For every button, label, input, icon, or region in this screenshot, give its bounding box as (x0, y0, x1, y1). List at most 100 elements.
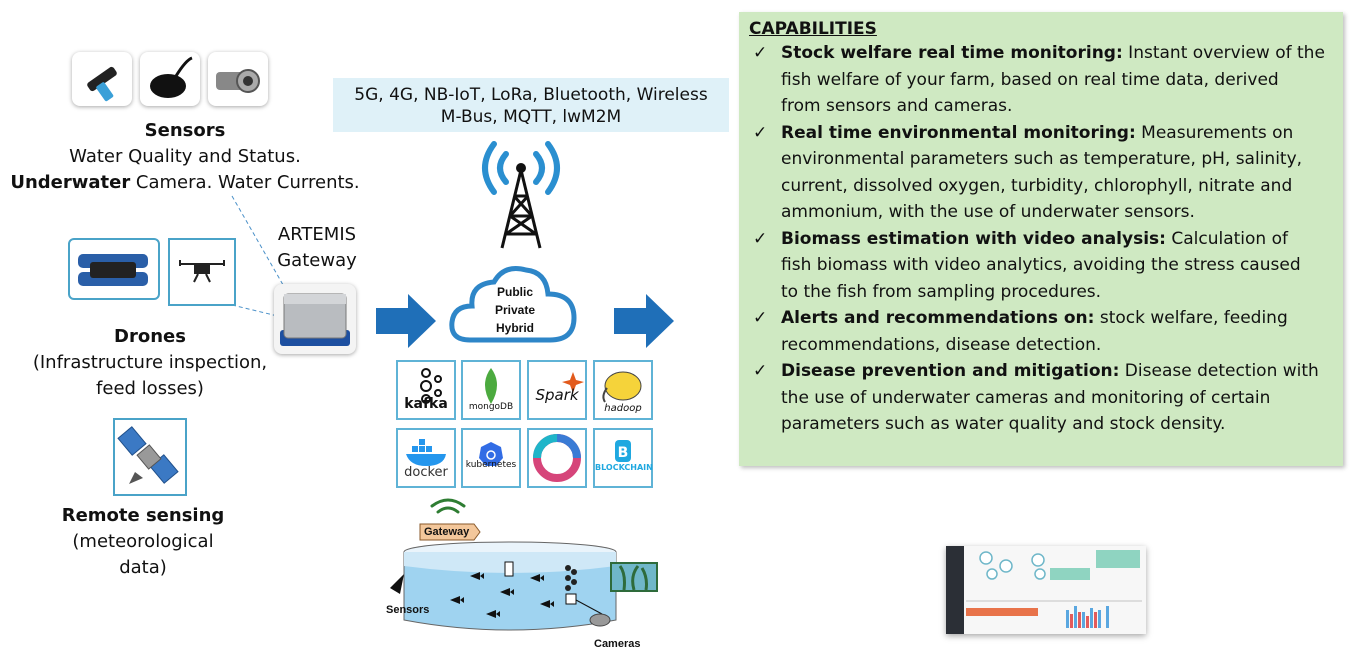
capability-4-line1: Alerts and recommendations on: stock wel… (781, 305, 1329, 332)
capability-4-rest: stock welfare, feeding (1094, 308, 1288, 328)
cloud-text: Public Private Hybrid (470, 283, 560, 337)
kafka-icon (420, 368, 442, 404)
gateway-label: ARTEMIS Gateway (262, 222, 372, 274)
tank-cameras-label: Cameras (594, 638, 641, 650)
fish-tank-illustration (390, 498, 658, 631)
capability-2-line4: ammonium, with the use of underwater sen… (781, 202, 1195, 222)
capability-3-bold: Biomass estimation with video analysis: (781, 228, 1166, 249)
sensors-text-block: Sensors Water Quality and Status. Underw… (0, 118, 370, 196)
capability-3-rest: Calculation of (1165, 228, 1288, 249)
tile-blockchain: B BLOCKCHAIN (593, 428, 653, 488)
kubernetes-icon (479, 442, 503, 466)
gateway-device-image (274, 284, 356, 354)
capability-item-2: ✓ Real time environmental monitoring: Me… (749, 120, 1329, 226)
checkmark-icon: ✓ (753, 122, 768, 143)
tile-spark: Spark (527, 360, 587, 420)
capability-1-line3: from sensors and cameras. (781, 96, 1013, 116)
docker-whale-icon (406, 439, 446, 466)
blockchain-icon: B (615, 440, 631, 462)
capabilities-panel: CAPABILITIES ✓ Stock welfare real time m… (739, 12, 1343, 466)
capability-5-line2: the use of underwater cameras and monito… (781, 387, 1271, 408)
gateway-label-line1: ARTEMIS (277, 224, 357, 245)
underwater-drone-icon (78, 254, 148, 286)
spark-label: Spark (535, 386, 579, 404)
underwater-drone-image (68, 238, 160, 300)
hadoop-label: hadoop (604, 403, 642, 414)
protocols-box: 5G, 4G, NB-IoT, LoRa, Bluetooth, Wireles… (333, 78, 729, 132)
dashboard-preview-icon (946, 546, 1142, 634)
capability-1-rest: Instant overview of the (1122, 43, 1325, 63)
mongodb-leaf-icon (485, 368, 497, 404)
sensors-line2: Underwater Camera. Water Currents. (0, 170, 370, 196)
drone-icon (179, 260, 225, 283)
checkmark-icon: ✓ (753, 228, 768, 249)
sensor-probe-image-3 (208, 52, 268, 106)
cloud-icon (449, 266, 577, 343)
capability-item-5: ✓ Disease prevention and mitigation: Dis… (749, 358, 1329, 438)
wifi-icon (430, 498, 466, 514)
checkmark-icon: ✓ (753, 308, 768, 328)
sensor-probe-image-2 (140, 52, 200, 106)
capability-5-line1: Disease prevention and mitigation: Disea… (781, 358, 1329, 385)
tile-docker: docker (396, 428, 456, 488)
drones-line1: (Infrastructure inspection, (32, 352, 268, 373)
sensors-line1: Water Quality and Status. (69, 146, 301, 167)
docker-label: docker (404, 465, 448, 480)
dashboard-screenshot (946, 546, 1146, 634)
hadoop-elephant-icon (602, 371, 642, 403)
sensors-line2-rest: Camera. Water Currents. (130, 172, 360, 193)
tile-circle-logo (527, 428, 587, 488)
capability-item-3: ✓ Biomass estimation with video analysis… (749, 226, 1329, 306)
kubernetes-label: kubernetes (465, 460, 517, 470)
sensors-title: Sensors (144, 120, 226, 141)
cloud-line3: Hybrid (495, 321, 534, 335)
dashed-connectors (231, 195, 287, 319)
tile-kafka: kafka (396, 360, 456, 420)
capability-5-bold: Disease prevention and mitigation: (781, 361, 1120, 381)
satellite-icon (117, 426, 179, 484)
sensor-puck-icon (150, 56, 193, 98)
antenna-tower-icon (482, 141, 560, 249)
tank-sensors-label: Sensors (386, 604, 430, 616)
sensor-probe-image-1 (72, 52, 132, 106)
remote-title: Remote sensing (61, 505, 225, 526)
remote-line1: (meteorological (72, 531, 214, 552)
checkmark-icon: ✓ (753, 43, 768, 63)
remote-line2: data) (119, 557, 167, 578)
capability-item-4: ✓ Alerts and recommendations on: stock w… (749, 305, 1329, 358)
spark-star-icon (562, 372, 584, 393)
tank-gateway-label: Gateway (424, 526, 470, 538)
tile-mongodb: mongoDB (461, 360, 521, 420)
remote-text-block: Remote sensing (meteorological data) (40, 503, 246, 581)
capability-2-rest: Measurements on (1135, 122, 1294, 143)
capability-4-line2: recommendations, disease detection. (781, 334, 1102, 355)
capability-3-line3: to the fish from sampling procedures. (781, 281, 1102, 302)
gateway-label-line2: Gateway (277, 250, 357, 271)
capability-2-line3: current, dissolved oxygen, turbidity, ch… (781, 175, 1293, 196)
capability-2-line2: environmental parameters such as tempera… (781, 149, 1303, 169)
capability-5-line3: parameters such as water quality and sto… (781, 414, 1226, 434)
cloud-line1: Public (496, 285, 533, 299)
arrow-right-icon-left (376, 294, 436, 348)
satellite-image (113, 418, 187, 496)
capability-5-rest: Disease detection with (1119, 361, 1319, 381)
tile-hadoop: hadoop (593, 360, 653, 420)
kafka-label: kafka (404, 396, 448, 412)
drones-title: Drones (114, 326, 186, 347)
capability-4-bold: Alerts and recommendations on: (781, 308, 1095, 328)
protocols-line1: 5G, 4G, NB-IoT, LoRa, Bluetooth, Wireles… (354, 85, 708, 105)
drones-line2: feed losses) (96, 378, 204, 399)
drones-text-block: Drones (Infrastructure inspection, feed … (20, 324, 280, 402)
capability-2-line1: Real time environmental monitoring: Meas… (781, 120, 1329, 147)
checkmark-icon: ✓ (753, 361, 768, 381)
sensor-camera-icon (216, 69, 260, 93)
capability-1-line2: fish welfare of your farm, based on real… (781, 69, 1279, 90)
blockchain-label: BLOCKCHAIN (595, 463, 653, 472)
svg-text:B: B (618, 445, 629, 461)
sensor-probe-icon (87, 66, 117, 102)
ring-logo-icon (533, 434, 581, 482)
sensors-line2-bold: Underwater (10, 172, 131, 193)
tile-kubernetes: kubernetes (461, 428, 521, 488)
fish-icon (450, 572, 554, 618)
capabilities-title: CAPABILITIES (749, 19, 877, 39)
